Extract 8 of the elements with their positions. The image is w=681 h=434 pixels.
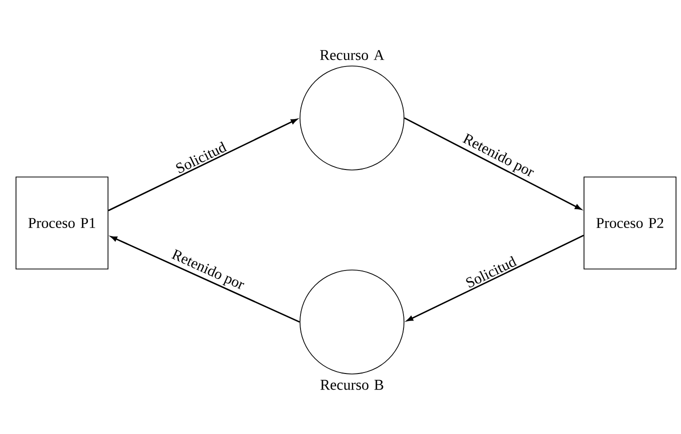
node-label: Recurso A	[320, 50, 384, 60]
process-box: Proceso P2	[584, 176, 676, 270]
arrow	[404, 117, 582, 210]
arrow	[110, 236, 300, 323]
process-box: Proceso P1	[16, 176, 108, 270]
arrow	[406, 234, 584, 322]
arrow	[108, 118, 298, 212]
node-label: Recurso B	[320, 380, 384, 390]
